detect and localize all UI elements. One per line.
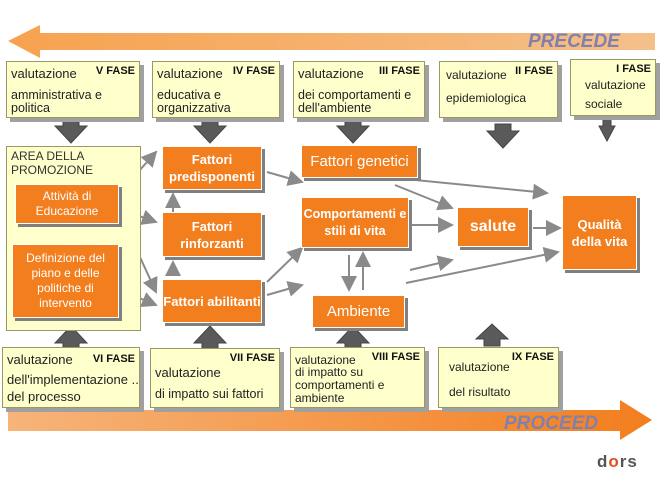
health-box: salute xyxy=(457,207,529,247)
genetic-factors-box: Fattori genetici xyxy=(301,145,418,178)
phase-1-desc: valutazione sociale xyxy=(585,78,646,111)
behaviours-lifestyles-box: Comportamenti e stili di vita xyxy=(301,197,409,248)
phase-3-number: III FASE xyxy=(379,65,420,77)
phase-7-desc: di impatto sui fattori xyxy=(155,387,264,401)
phase-2-number: II FASE xyxy=(515,65,553,77)
proceed-arrow xyxy=(8,400,652,440)
phase-6-number: VI FASE xyxy=(92,353,135,365)
phase-7-box: valutazione VII FASE di impatto sui fatt… xyxy=(150,348,280,408)
phase-8-desc: di impatto su comportamenti e ambiente xyxy=(295,365,385,405)
phase-9-number: IX FASE xyxy=(511,351,554,363)
phase-8-box: valutazione VIII FASE di impatto su comp… xyxy=(290,347,425,408)
phase-2-label: valutazione xyxy=(446,68,507,82)
phase-9-desc: del risultato xyxy=(449,385,511,399)
phase-9-box: valutazione IX FASE del risultato xyxy=(438,347,559,408)
phase-5-box: valutazione V FASE amministrativa e poli… xyxy=(6,61,140,118)
proceed-label: PROCEED xyxy=(504,413,598,434)
phase-5-number: V FASE xyxy=(95,65,135,77)
phase-6-desc: dell'implementazione .. del processo xyxy=(7,372,139,404)
phase-4-number: IV FASE xyxy=(232,65,275,77)
phase-8-number: VIII FASE xyxy=(371,351,420,363)
phase-3-desc: dei comportamenti e dell'ambiente xyxy=(298,88,412,115)
phase-2-desc: epidemiologica xyxy=(446,91,527,105)
quality-of-life-box: Qualità della vita xyxy=(562,195,637,270)
phase-7-number: VII FASE xyxy=(229,352,275,364)
phase-2-box: valutazione II FASE epidemiologica xyxy=(439,61,558,118)
top-phase-arrows xyxy=(53,117,616,149)
phase-8-label: valutazione xyxy=(295,353,356,367)
phase-5-label: valutazione xyxy=(11,66,77,81)
phase-5-desc: amministrativa e politica xyxy=(11,88,102,115)
phase-3-label: valutazione xyxy=(298,66,364,81)
phase-6-box: valutazione VI FASE dell'implementazione… xyxy=(2,347,140,408)
policy-definition-box: Definizione del piano e delle politiche … xyxy=(12,244,119,318)
education-activities-box: Attività di Educazione xyxy=(15,184,119,224)
phase-9-label: valutazione xyxy=(449,360,510,374)
precede-arrow xyxy=(8,25,655,58)
phase-7-label: valutazione xyxy=(155,365,221,380)
phase-1-number: I FASE xyxy=(616,63,651,75)
reinforcing-factors-box: Fattori rinforzanti xyxy=(162,212,262,257)
precede-label: PRECEDE xyxy=(528,31,620,52)
phase-6-label: valutazione xyxy=(7,352,73,367)
phase-1-box: I FASE valutazione sociale xyxy=(570,59,656,116)
enabling-factors-box: Fattori abilitanti xyxy=(162,279,262,323)
predisposing-factors-box: Fattori predisponenti xyxy=(162,146,262,190)
phase-3-box: valutazione III FASE dei comportamenti e… xyxy=(293,61,425,118)
phase-4-desc: educativa e organizzativa xyxy=(157,88,231,115)
promotion-area-title: AREA DELLA PROMOZIONE xyxy=(11,149,94,177)
phase-4-label: valutazione xyxy=(157,66,223,81)
phase-4-box: valutazione IV FASE educativa e organizz… xyxy=(152,61,280,118)
dors-logo: dors xyxy=(597,452,638,471)
environment-box: Ambiente xyxy=(312,295,405,328)
